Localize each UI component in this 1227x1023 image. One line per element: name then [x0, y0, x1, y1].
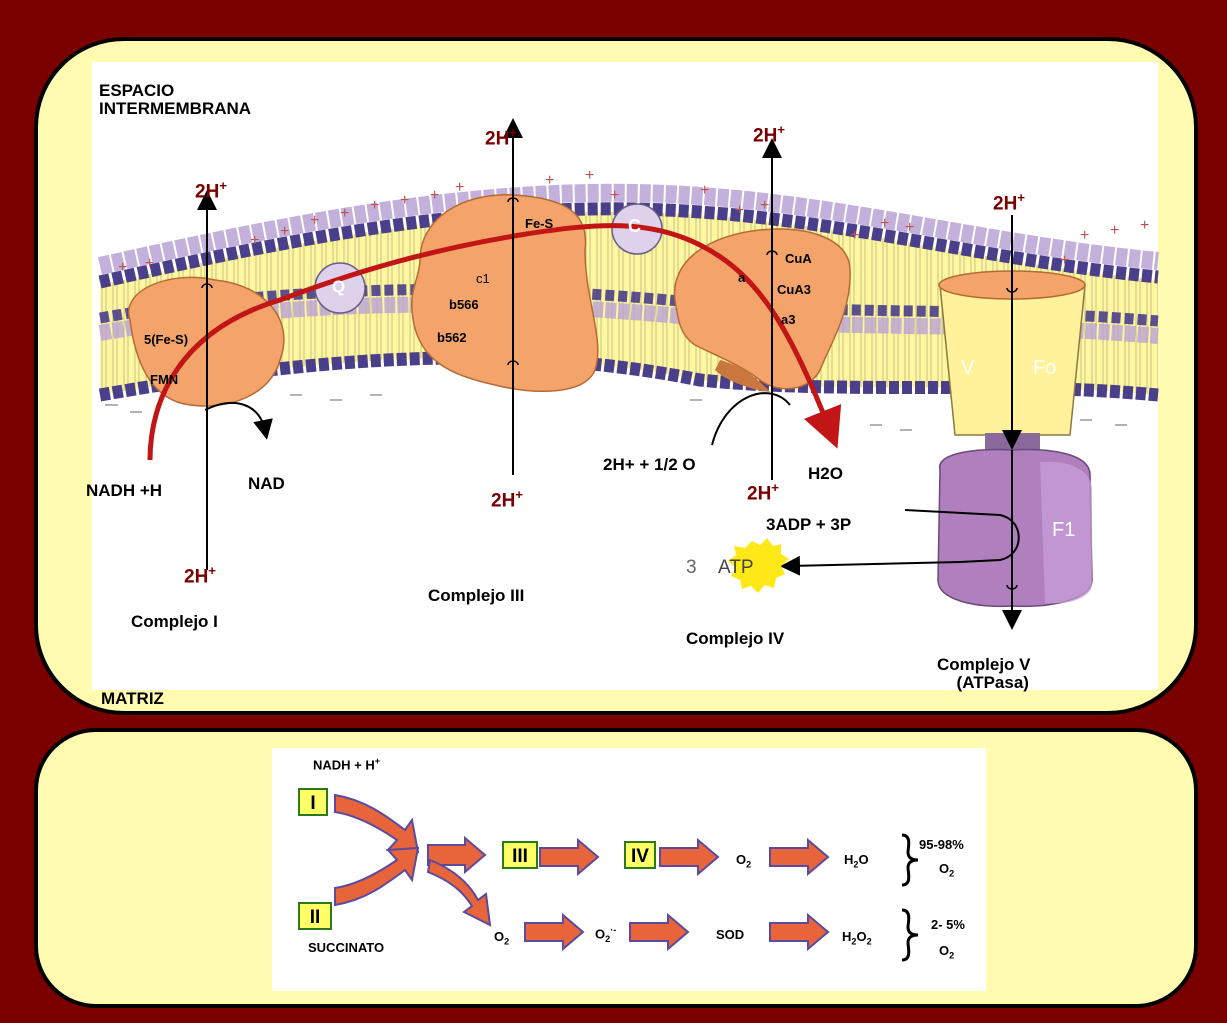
- flow-o2-row2: O2: [494, 930, 509, 947]
- flow-succinato: SUCCINATO: [308, 941, 384, 955]
- complex-box-II: II: [298, 902, 332, 930]
- complex-box-I: I: [298, 788, 328, 816]
- complex-box-IV: IV: [624, 841, 656, 869]
- flow-superoxide: O2·-: [595, 926, 616, 944]
- flow-h2o2: H2O2: [842, 930, 872, 947]
- flow-h2o: H2O: [844, 853, 869, 870]
- pct-bottom: 2- 5%: [931, 918, 965, 932]
- flow-sod: SOD: [716, 928, 744, 942]
- pct-top: 95-98%: [919, 838, 964, 852]
- pct-bottom-o2: O2: [939, 944, 954, 961]
- flow-o2-row1: O2: [736, 853, 751, 870]
- pct-top-o2: O2: [939, 862, 954, 879]
- complex-box-III: III: [502, 841, 538, 869]
- flow-nadh: NADH + H+: [313, 757, 380, 772]
